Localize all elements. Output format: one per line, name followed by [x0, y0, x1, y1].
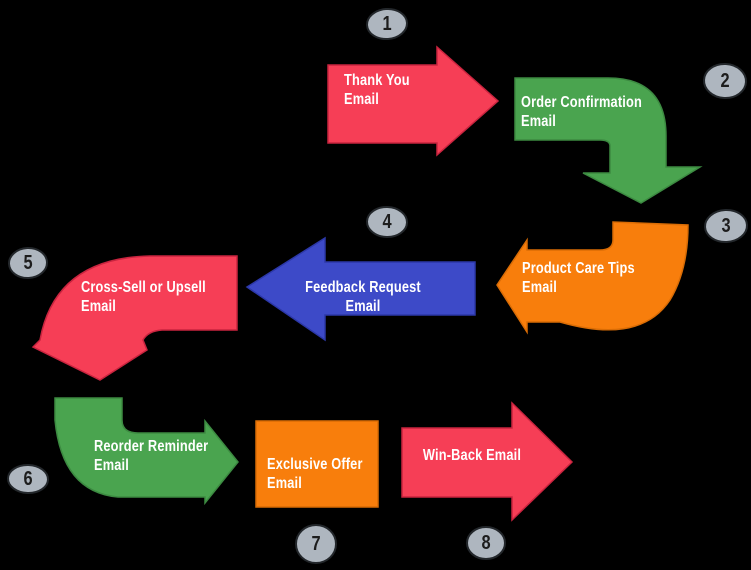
step8-number: 8: [481, 532, 491, 554]
step6-number: 6: [23, 468, 33, 490]
step4-number: 4: [382, 211, 392, 233]
step7-exclusive-offer-box: [255, 420, 379, 508]
step7-label: Exclusive Offer Email: [267, 456, 363, 492]
step3-number: 3: [721, 215, 731, 237]
step5-label: Cross-Sell or Upsell Email: [81, 279, 206, 315]
step1-thank-you-arrow: [327, 45, 500, 157]
step7-number-badge: [295, 524, 337, 564]
step8-win-back-arrow: [401, 401, 574, 522]
step8-label: Win-Back Email: [422, 447, 522, 464]
step6-reorder-reminder-arrow: [54, 397, 239, 506]
step2-order-confirmation-arrow: [514, 77, 703, 204]
step8-number-badge: [466, 526, 506, 560]
step2-number-badge: [703, 62, 747, 100]
step3-label: Product Care Tips Email: [522, 260, 635, 296]
step1-number-badge: [366, 7, 408, 41]
step6-label: Reorder Reminder Email: [94, 438, 209, 474]
step4-number-badge: [366, 205, 408, 239]
step1-number: 1: [382, 13, 392, 35]
step5-cross-sell-upsell-arrow: [31, 255, 238, 381]
step3-number-badge: [704, 208, 748, 244]
step2-label: Order Confirmation Email: [521, 94, 642, 130]
step4-feedback-request-arrow: [245, 236, 476, 342]
step6-number-badge: [7, 463, 49, 495]
step7-number: 7: [311, 533, 321, 555]
step5-number-badge: [8, 246, 48, 280]
step3-product-care-tips-arrow: [496, 221, 689, 335]
step1-label: Thank You Email: [344, 72, 410, 108]
step2-number: 2: [720, 70, 730, 92]
step5-number: 5: [23, 252, 33, 274]
step4-label: Feedback Request Email: [305, 279, 421, 315]
